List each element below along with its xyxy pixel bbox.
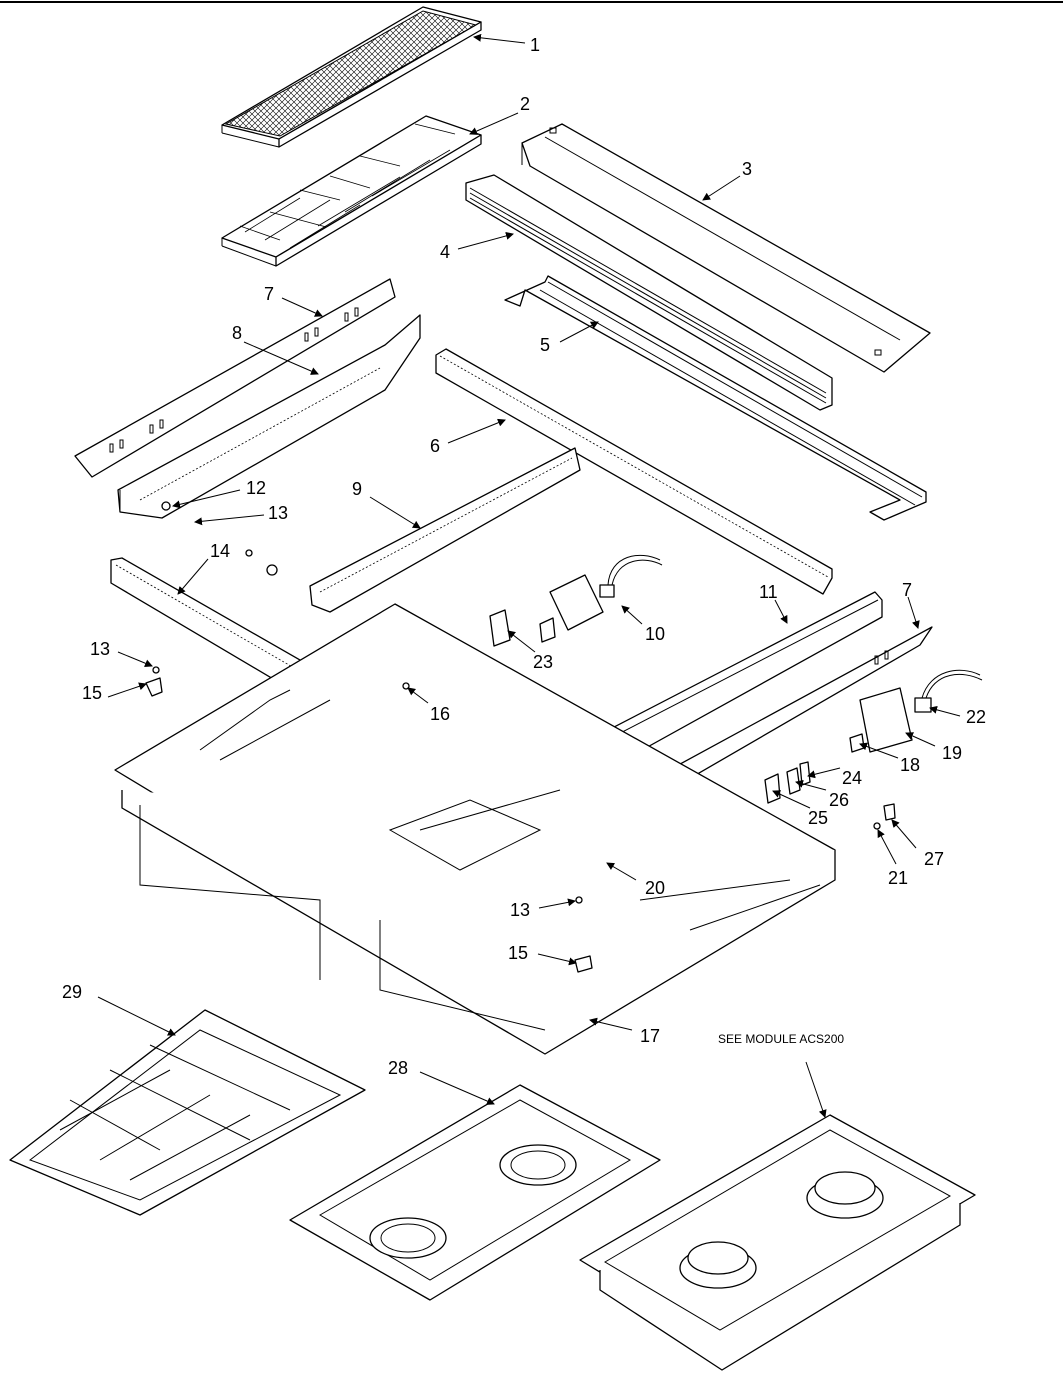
callout-21: 21 <box>888 868 908 888</box>
callout-10: 10 <box>645 624 665 644</box>
leader-29 <box>97 996 176 1036</box>
callout-18: 18 <box>900 755 920 775</box>
callout-24: 24 <box>842 768 862 788</box>
callout-27: 27 <box>924 849 944 869</box>
callout-7a: 7 <box>264 284 274 304</box>
callout-20: 20 <box>645 878 665 898</box>
callout-2: 2 <box>520 94 530 114</box>
leader-14 <box>177 558 209 595</box>
leader-4 <box>457 231 514 250</box>
callout-7b: 7 <box>902 580 912 600</box>
leader-11 <box>774 599 788 624</box>
callout-11: 11 <box>759 582 778 602</box>
callout-1: 1 <box>530 35 540 55</box>
leader-acs200 <box>805 1061 827 1118</box>
callout-26: 26 <box>829 790 849 810</box>
see-module-note: SEE MODULE ACS200 <box>718 1032 844 1046</box>
part-1-grille <box>221 6 482 148</box>
callout-23: 23 <box>533 652 553 672</box>
leader-6 <box>447 418 506 444</box>
module-acs200-cooktop <box>579 1114 976 1371</box>
leader-28 <box>419 1071 495 1105</box>
callout-28: 28 <box>388 1058 408 1078</box>
leader-12 <box>172 489 241 509</box>
leader-7a <box>281 297 323 317</box>
part-22-19-wiring <box>859 669 983 753</box>
leader-3 <box>702 175 741 201</box>
callout-15a: 15 <box>82 683 102 703</box>
part-29-grate <box>9 1009 366 1216</box>
part-2-filter <box>221 115 482 267</box>
callout-9: 9 <box>352 479 362 499</box>
leader-lines <box>97 33 961 1118</box>
callout-labels: 1 2 3 4 5 6 7 7 8 9 10 11 12 13 13 13 14… <box>62 35 986 1078</box>
callout-13b: 13 <box>90 639 110 659</box>
leader-27 <box>891 819 917 849</box>
leader-21 <box>877 829 897 865</box>
part-9-burner-rail <box>309 447 581 613</box>
callout-13a: 13 <box>268 503 288 523</box>
callout-4: 4 <box>440 242 450 262</box>
part-5-duct-bracket <box>504 275 927 521</box>
leader-1 <box>473 33 526 44</box>
leader-13b <box>117 651 153 668</box>
leader-24 <box>807 767 841 779</box>
callout-15b: 15 <box>508 943 528 963</box>
leader-5 <box>559 321 599 343</box>
callout-6: 6 <box>430 436 440 456</box>
leader-23 <box>507 630 536 653</box>
callout-16: 16 <box>430 704 450 724</box>
leader-17 <box>589 1017 633 1031</box>
part-8-channel <box>117 314 421 519</box>
leader-10 <box>621 605 643 625</box>
part-3-vent-cover <box>521 123 931 373</box>
leader-26 <box>795 779 827 791</box>
callout-3: 3 <box>742 159 752 179</box>
callout-5: 5 <box>540 335 550 355</box>
part-4-rail <box>465 174 833 411</box>
callout-25: 25 <box>808 808 828 828</box>
leader-9 <box>369 496 421 529</box>
callout-8: 8 <box>232 323 242 343</box>
callout-14: 14 <box>210 541 230 561</box>
callout-17: 17 <box>640 1026 660 1046</box>
leader-20 <box>606 862 637 881</box>
callout-19: 19 <box>942 743 962 763</box>
callout-13c: 13 <box>510 900 530 920</box>
leader-16 <box>407 687 429 704</box>
leader-18 <box>859 742 899 759</box>
part-6-rear-rail <box>435 348 833 595</box>
leader-2 <box>469 112 519 135</box>
callout-12: 12 <box>246 478 266 498</box>
part-10-wiring <box>549 554 663 631</box>
callout-29: 29 <box>62 982 82 1002</box>
leader-15b <box>537 953 577 966</box>
leader-19 <box>905 732 936 747</box>
leader-13a <box>194 514 265 526</box>
leader-22 <box>929 705 961 717</box>
leader-8 <box>243 341 319 375</box>
part-28-top-tray <box>289 1084 661 1301</box>
leader-13c <box>538 898 576 909</box>
leader-7b <box>907 596 920 629</box>
leader-25 <box>772 790 811 809</box>
leader-15a <box>107 682 147 698</box>
part-17-burner-box <box>114 603 836 1055</box>
callout-22: 22 <box>966 707 986 727</box>
part-7-strip-left <box>74 278 396 478</box>
